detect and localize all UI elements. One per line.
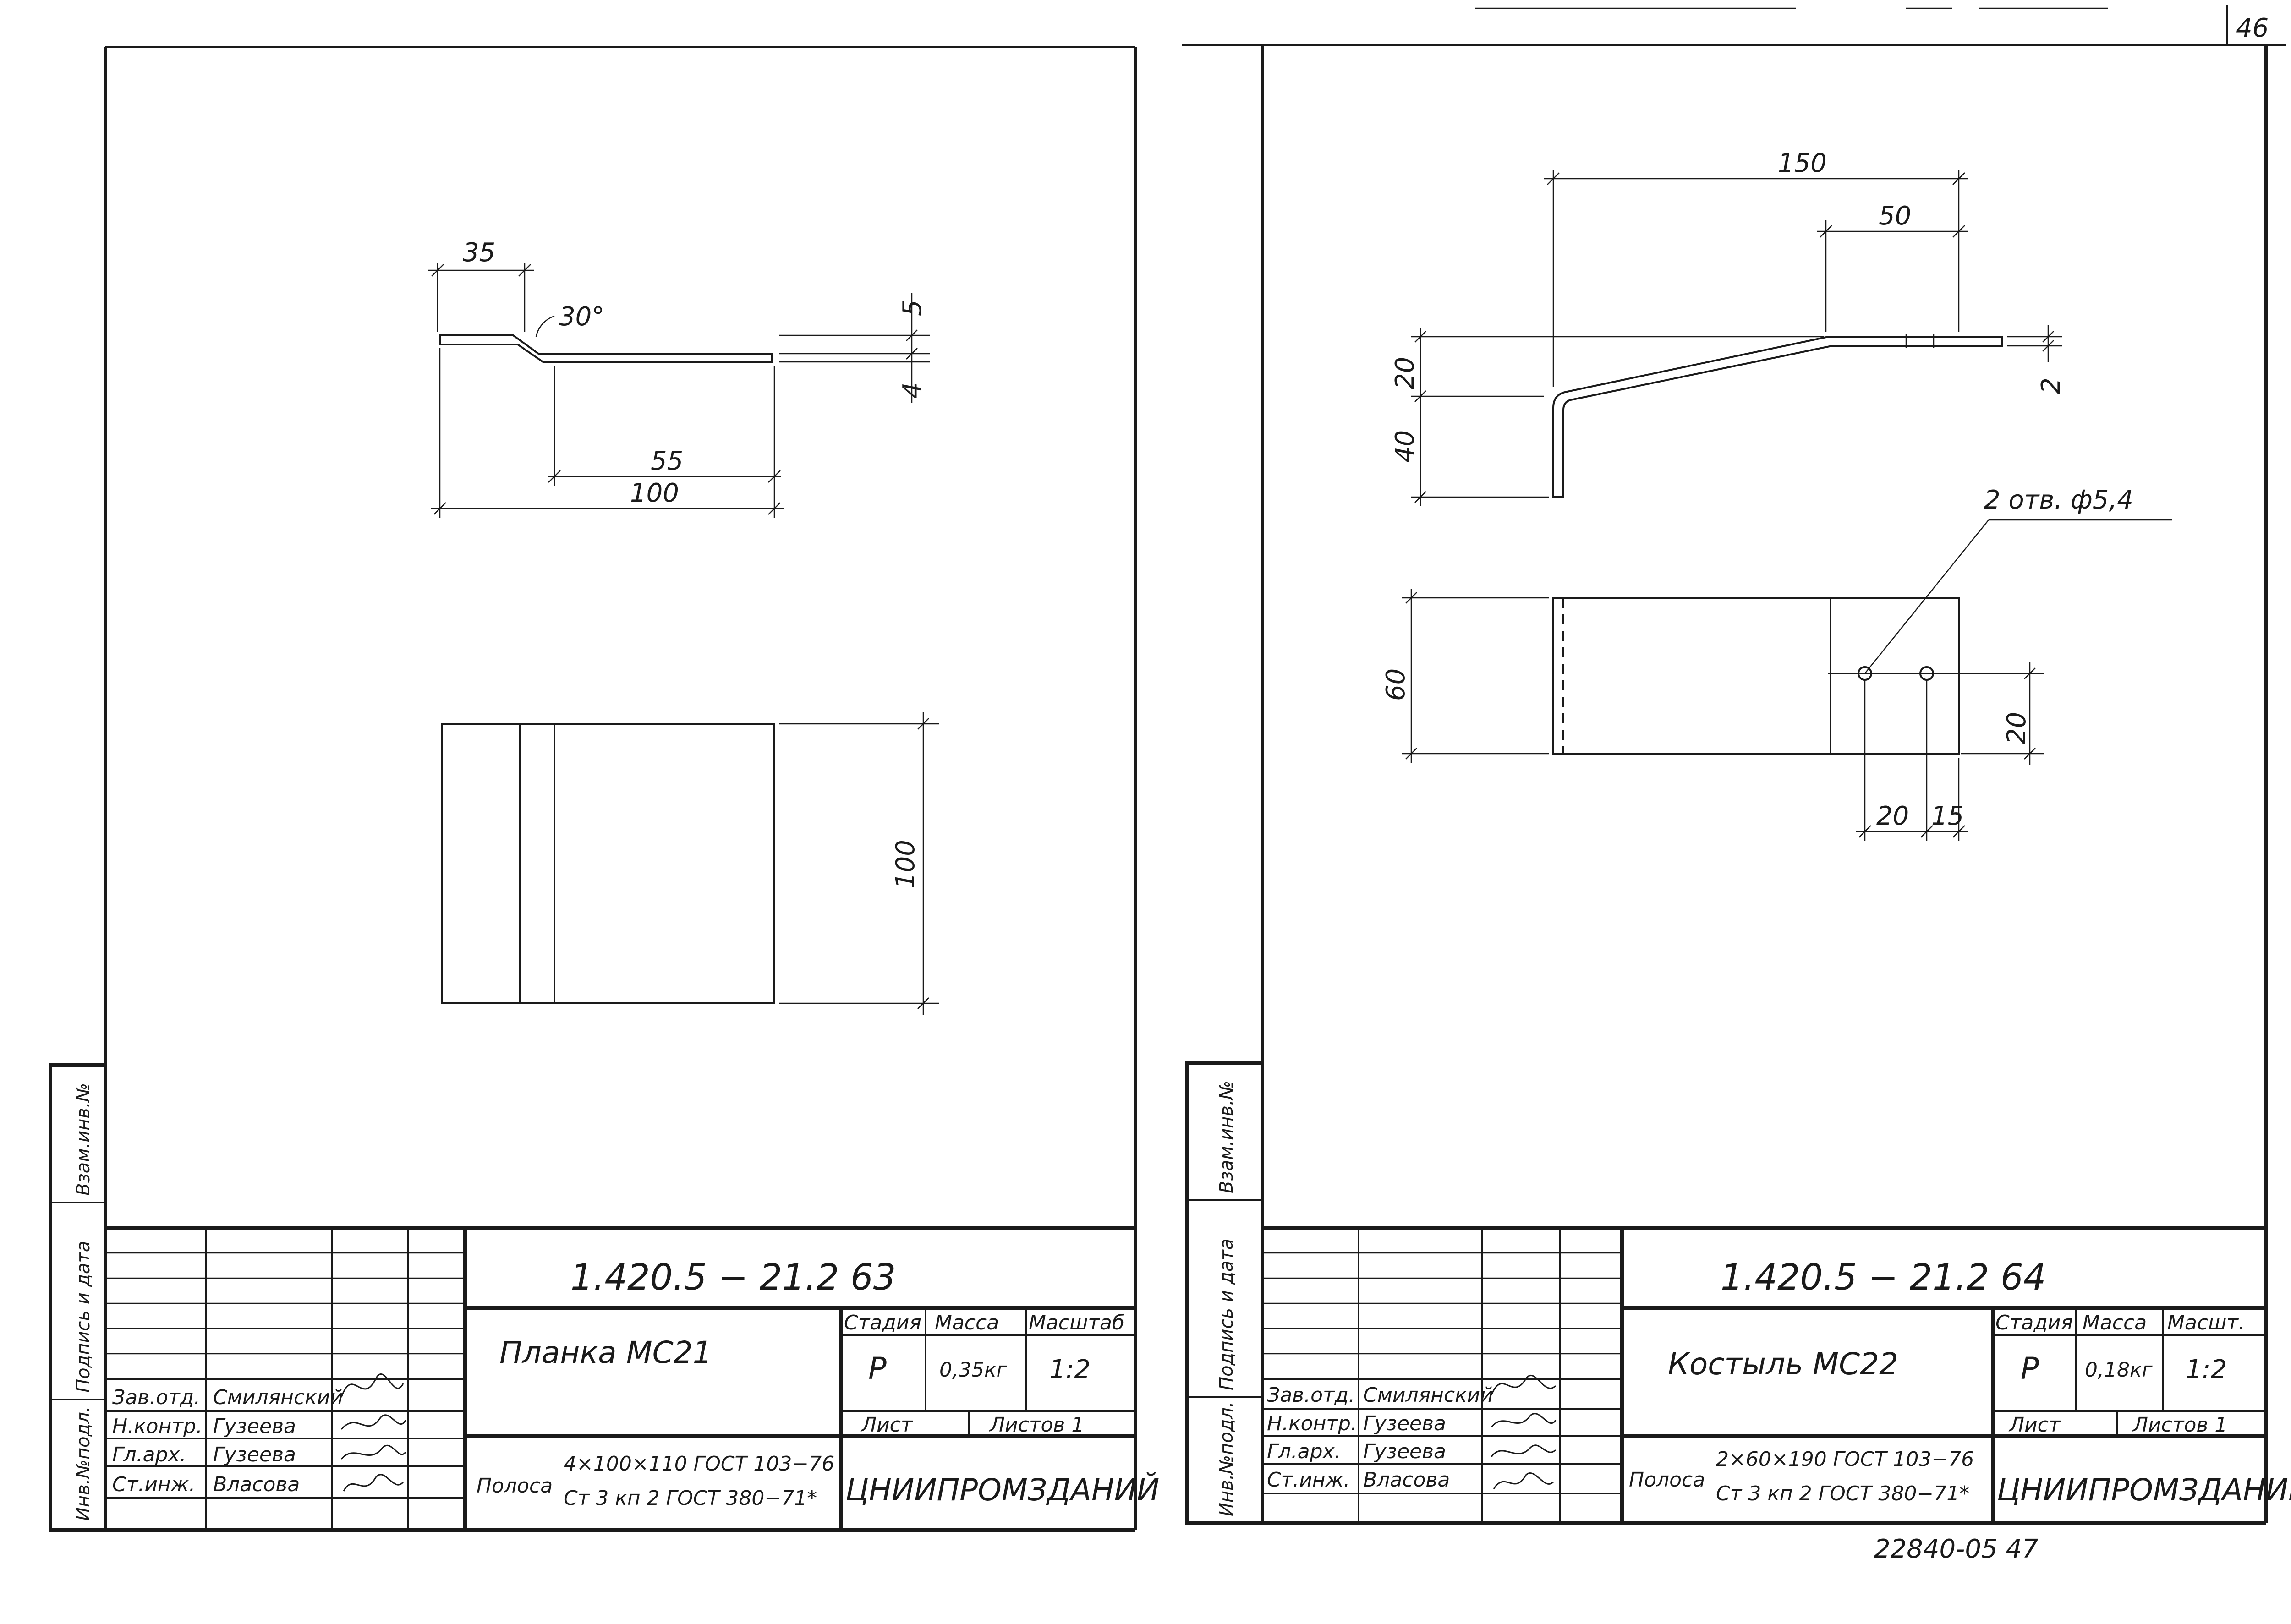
mass-value-left: 0,35кг (939, 1358, 1008, 1382)
page-number: 46 (2236, 13, 2269, 43)
dim-rise: 20 (1390, 357, 1420, 389)
material-prefix-right: Полоса (1629, 1468, 1705, 1492)
role-architect-right: Гл.арх. (1267, 1440, 1341, 1463)
crutch-top-view: 2 отв. ф5,4 60 20 20 15 (1381, 485, 2172, 841)
crutch-side-view: 150 50 20 40 2 (1390, 148, 2066, 506)
side-label-sign-right: Подпись и дата (1216, 1239, 1237, 1390)
role-engineer-left: Ст.инж. (112, 1473, 195, 1496)
role-head-right: Зав.отд. (1267, 1383, 1355, 1407)
hole-callout: 2 отв. ф5,4 (1984, 485, 2133, 515)
role-engineer-right: Ст.инж. (1267, 1468, 1350, 1492)
role-control-left: Н.контр. (112, 1415, 203, 1438)
sheets-count-left: Листов 1 (989, 1413, 1084, 1437)
archive-number: 22840-05 47 (1874, 1534, 2039, 1564)
dim-width-right: 60 (1381, 668, 1411, 701)
part-name-left: Планка МС21 (499, 1335, 712, 1370)
name-engineer-right: Власова (1363, 1468, 1450, 1492)
material-prefix-left: Полоса (477, 1474, 553, 1498)
header-stage-right: Стадия (1995, 1311, 2073, 1334)
header-mass-left: Масса (935, 1311, 999, 1334)
side-label-sign-left: Подпись и дата (73, 1241, 94, 1393)
dim-total-length: 100 (630, 478, 679, 508)
name-architect-right: Гузеева (1363, 1440, 1446, 1463)
sheet-label-right: Лист (2008, 1413, 2061, 1437)
dim-left-flange: 35 (463, 238, 495, 268)
role-control-right: Н.контр. (1267, 1412, 1357, 1435)
scale-value-right: 1:2 (2186, 1355, 2227, 1384)
name-engineer-left: Власова (213, 1473, 300, 1496)
side-label-inv-left: Инв.№подл. (73, 1406, 94, 1521)
sheet-left: Инв.№подл. Подпись и дата Взам.инв.№ Зав… (49, 46, 1159, 1532)
dim-leg: 40 (1390, 430, 1420, 463)
scale-value-left: 1:2 (1049, 1355, 1091, 1384)
sheet-label-left: Лист (860, 1413, 913, 1437)
dim-hole-edge: 15 (1931, 801, 1964, 831)
name-head-left: Смилянский (213, 1386, 343, 1409)
drawing-code-left: 1.420.5 − 21.2 63 (570, 1257, 896, 1298)
role-architect-left: Гл.арх. (112, 1443, 186, 1466)
signatures-right (1491, 1375, 1557, 1489)
side-label-replace-right: Взам.инв.№ (1216, 1081, 1237, 1193)
organization-left: ЦНИИПРОМЗДАНИЙ (845, 1472, 1159, 1508)
sheet-right: Инв.№подл. Подпись и дата Взам.инв.№ Зав… (1182, 44, 2291, 1564)
dim-thickness: 4 (898, 382, 927, 399)
header-scale-left: Масштаб (1029, 1311, 1124, 1334)
side-stamp-column-right (1185, 1061, 1264, 1525)
plate-side-view: 35 30° 5 4 55 100 (428, 238, 930, 518)
header-scale-right: Масшт. (2167, 1311, 2245, 1334)
material-line1-right: 2×60×190 ГОСТ 103−76 (1716, 1448, 1974, 1471)
name-architect-left: Гузеева (213, 1443, 296, 1466)
role-head-left: Зав.отд. (112, 1386, 200, 1409)
side-label-inv-right: Инв.№подл. (1216, 1401, 1237, 1516)
material-line1-left: 4×100×110 ГОСТ 103−76 (564, 1452, 834, 1476)
dim-offset: 5 (898, 300, 927, 316)
sheets-count-right: Листов 1 (2132, 1413, 2227, 1437)
mass-value-right: 0,18кг (2085, 1358, 2153, 1382)
stage-value-left: Р (868, 1351, 887, 1386)
plate-top-view: 100 (441, 712, 939, 1015)
signatures-left (340, 1373, 406, 1492)
name-control-right: Гузеева (1363, 1412, 1446, 1435)
material-line2-left: Ст 3 кп 2 ГОСТ 380−71* (564, 1487, 817, 1510)
header-stage-left: Стадия (844, 1311, 921, 1334)
name-head-right: Смилянский (1363, 1383, 1493, 1407)
material-line2-right: Ст 3 кп 2 ГОСТ 380−71* (1716, 1482, 1969, 1505)
dim-angle: 30° (559, 302, 604, 332)
dim-thickness-right: 2 (2036, 377, 2066, 394)
organization-right: ЦНИИПРОМЗДАНИЙ (1997, 1472, 2291, 1508)
stage-value-right: Р (2021, 1351, 2039, 1386)
header-mass-right: Масса (2083, 1311, 2147, 1334)
dim-right-flange: 55 (651, 446, 683, 476)
side-stamp-column-left (49, 1063, 107, 1532)
part-name-right: Костыль МС22 (1668, 1346, 1898, 1382)
dim-hole-pitch: 20 (1876, 801, 1909, 831)
side-label-replace-left: Взам.инв.№ (73, 1083, 94, 1196)
drawing-code-right: 1.420.5 − 21.2 64 (1721, 1257, 2046, 1298)
dim-flange-length: 50 (1879, 201, 1911, 231)
dim-hole-offset: 20 (2002, 712, 2032, 744)
name-control-left: Гузеева (213, 1415, 296, 1438)
dim-total-length-right: 150 (1778, 148, 1827, 178)
dim-width-left: 100 (891, 840, 921, 889)
